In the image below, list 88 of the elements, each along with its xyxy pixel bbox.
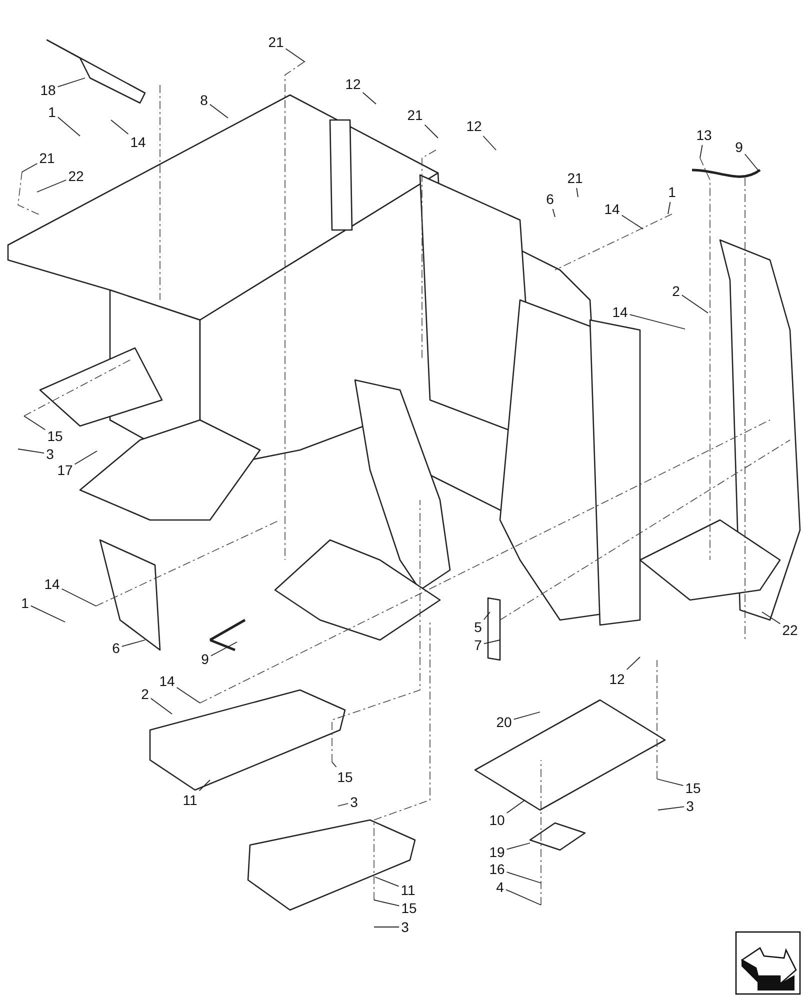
leader-line	[629, 314, 686, 330]
leader-line	[483, 612, 490, 620]
leader-line	[121, 640, 146, 647]
callout-number: 1	[668, 184, 676, 200]
callout-number: 11	[182, 792, 198, 808]
callout-number: 1	[21, 595, 29, 611]
callout-number: 15	[401, 900, 417, 916]
leader-line	[656, 778, 684, 786]
leader-line	[30, 605, 66, 622]
callout-number: 16	[489, 861, 505, 877]
leader-line	[61, 588, 96, 606]
leader-line	[338, 803, 349, 806]
callout-number: 14	[130, 134, 146, 150]
leader-line	[668, 202, 671, 214]
leader-line	[209, 104, 228, 118]
callout-number: 20	[496, 714, 512, 730]
leader-line	[762, 612, 781, 624]
leader-line	[483, 640, 500, 644]
leader-line	[57, 78, 86, 88]
leader-line	[150, 698, 172, 714]
callout-number: 17	[57, 462, 73, 478]
leader-line	[506, 800, 526, 814]
leader-line	[552, 208, 556, 218]
callout-number: 10	[489, 812, 505, 828]
leader-line	[513, 712, 540, 720]
callout-number: 12	[609, 671, 625, 687]
leader-line	[332, 762, 337, 768]
callout-number: 7	[474, 637, 482, 653]
callout-number: 22	[68, 168, 84, 184]
callout-number: 2	[672, 283, 680, 299]
leader-line	[482, 136, 496, 150]
leader-line	[24, 416, 46, 430]
leader-line	[681, 294, 708, 314]
leader-line	[424, 124, 438, 138]
leader-line	[700, 144, 703, 158]
callout-number: 15	[685, 780, 701, 796]
callout-number: 9	[201, 651, 209, 667]
callout-number: 8	[200, 92, 208, 108]
callout-number: 13	[696, 127, 712, 143]
callout-number: 12	[466, 118, 482, 134]
callout-number: 21	[407, 107, 423, 123]
leader-line	[506, 872, 542, 884]
callout-number: 3	[350, 794, 358, 810]
leader-line	[285, 48, 306, 62]
leader-line	[621, 214, 644, 230]
leader-line	[576, 188, 578, 198]
leader-line	[176, 687, 200, 704]
callout-number: 14	[612, 304, 628, 320]
leader-line	[198, 780, 210, 792]
leader-line	[18, 448, 45, 454]
leader-line	[658, 806, 685, 810]
callout-number: 22	[782, 622, 798, 638]
callout-number: 21	[567, 170, 583, 186]
callout-number: 1	[48, 104, 56, 120]
leader-line	[744, 154, 758, 170]
leader-line	[626, 656, 640, 670]
callout-number: 3	[401, 919, 409, 935]
callout-number: 2	[141, 686, 149, 702]
leader-line	[74, 450, 98, 465]
leader-line	[374, 926, 400, 928]
leader-line	[22, 163, 38, 172]
callout-number: 6	[112, 640, 120, 656]
leader-line	[374, 876, 400, 887]
callout-number: 15	[47, 428, 63, 444]
callout-number: 6	[546, 191, 554, 207]
leader-line	[36, 180, 67, 192]
callout-number: 14	[44, 576, 60, 592]
callout-number: 19	[489, 844, 505, 860]
callout-number: 15	[337, 769, 353, 785]
callout-number: 14	[604, 201, 620, 217]
callout-number: 14	[159, 673, 175, 689]
leader-line	[374, 900, 400, 906]
callout-number: 12	[345, 76, 361, 92]
callout-number: 3	[686, 798, 694, 814]
leader-line	[505, 889, 542, 906]
callout-number: 18	[40, 82, 56, 98]
callout-number: 5	[474, 619, 482, 635]
leader-line	[110, 120, 129, 134]
callout-number: 3	[46, 446, 54, 462]
leader-line	[506, 842, 530, 850]
leader-line	[362, 92, 376, 104]
callout-number: 21	[268, 34, 284, 50]
leader-line	[210, 642, 238, 656]
callout-number: 21	[39, 150, 55, 166]
callout-number: 4	[496, 879, 504, 895]
callout-number: 9	[735, 139, 743, 155]
leader-line	[57, 116, 80, 136]
callout-number: 11	[400, 882, 416, 898]
